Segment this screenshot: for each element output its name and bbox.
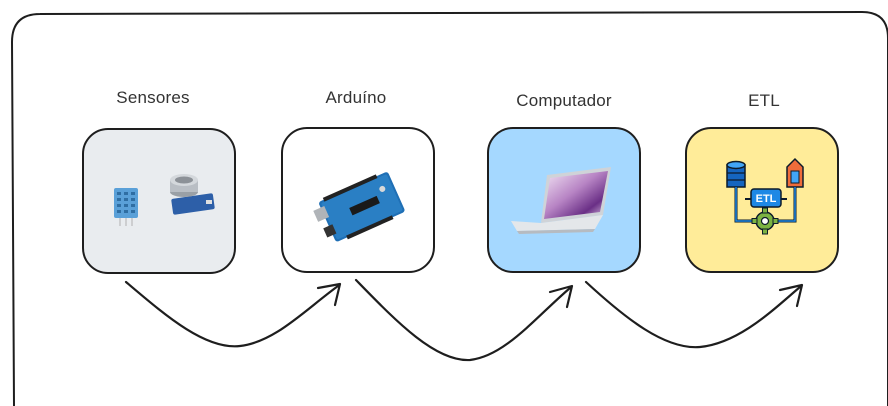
node-card-etl: ETL (685, 127, 839, 273)
arduino-board-icon (313, 172, 405, 242)
sensor-modules-icon (114, 174, 215, 226)
etl-pipeline-icon: ETL (726, 157, 804, 235)
node-card-sensores (82, 128, 236, 274)
node-label-etl: ETL (748, 91, 780, 110)
database-icon (726, 160, 746, 188)
etl-badge-text: ETL (756, 193, 777, 205)
node-label-computador: Computador (516, 91, 612, 110)
laptop-icon (511, 167, 611, 234)
node-card-arduino (281, 127, 435, 273)
warehouse-icon (786, 157, 804, 188)
node-label-sensores: Sensores (116, 88, 190, 107)
node-card-computador (487, 127, 641, 273)
node-label-arduino: Arduíno (325, 88, 387, 107)
gear-icon (751, 207, 779, 235)
